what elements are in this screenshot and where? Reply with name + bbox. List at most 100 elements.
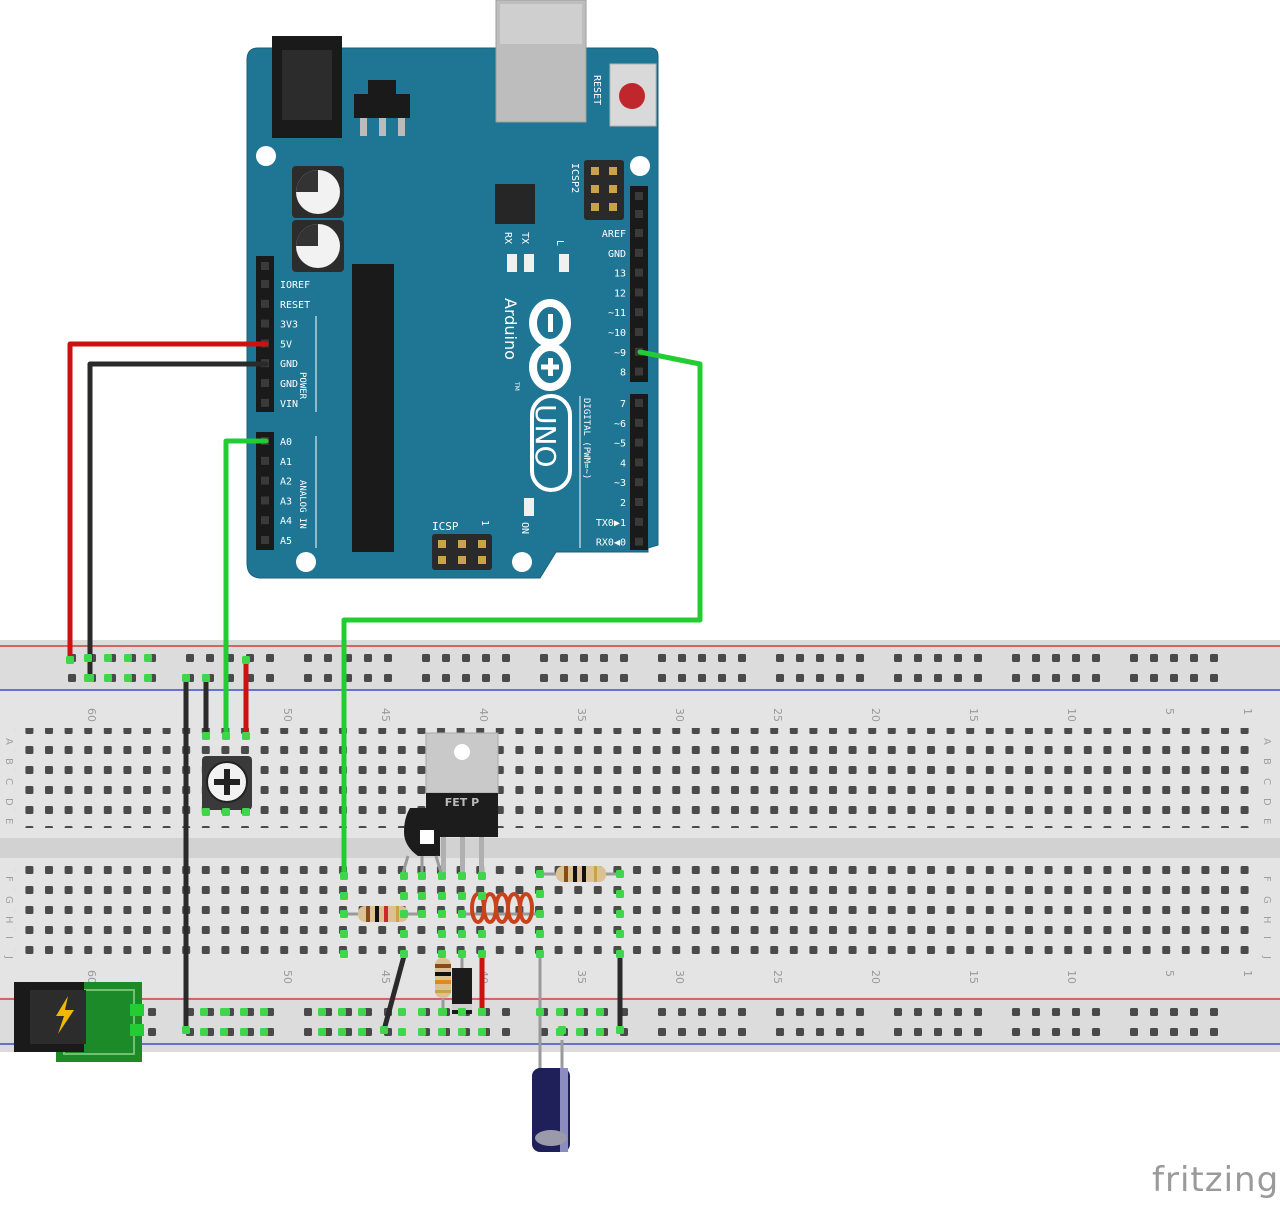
digital-pin-label: 12: [614, 288, 626, 299]
connected-hole: [124, 654, 132, 662]
rail-hole: [954, 654, 962, 662]
connected-hole: [222, 808, 230, 816]
header-pin: [635, 418, 643, 427]
rail-hole: [718, 654, 726, 662]
rail-hole: [384, 674, 392, 682]
rail-hole: [856, 674, 864, 682]
rail-hole: [856, 1028, 864, 1036]
analog-pin-label: A0: [280, 437, 292, 448]
row-letter: J: [3, 955, 14, 959]
header-pin: [261, 456, 269, 465]
header-pin: [261, 398, 269, 407]
rail-hole: [738, 1008, 746, 1016]
connected-hole: [202, 808, 210, 816]
connected-hole: [200, 1028, 208, 1036]
connected-hole: [398, 1008, 406, 1016]
connected-hole: [220, 1028, 228, 1036]
mounting-hole: [296, 552, 316, 572]
rail-hole: [1012, 654, 1020, 662]
connected-hole: [596, 1008, 604, 1016]
fritzing-watermark: fritzing: [1152, 1160, 1280, 1200]
row-letter: J: [1261, 955, 1272, 959]
row-letter: B: [1261, 758, 1272, 765]
rail-hole: [836, 654, 844, 662]
wire-pin9: [341, 349, 703, 879]
connected-hole: [202, 674, 210, 682]
rail-hole: [816, 1028, 824, 1036]
atmega-chip: [352, 264, 394, 552]
row-letter: G: [1261, 896, 1272, 904]
rail-hole: [482, 654, 490, 662]
column-number: 50: [281, 708, 294, 722]
column-number: 15: [967, 708, 980, 722]
connected-hole: [398, 1028, 406, 1036]
inductor: [462, 892, 540, 924]
analog-pin-label: A1: [280, 457, 292, 468]
rail-hole: [776, 1028, 784, 1036]
header-pin: [261, 516, 269, 525]
usb-connector-top: [500, 4, 582, 44]
connected-hole: [438, 950, 446, 958]
resistor-2: [540, 866, 620, 882]
connected-hole: [536, 1008, 544, 1016]
digital-pin-label: 13: [614, 269, 626, 280]
rail-hole: [1012, 674, 1020, 682]
rail-hole: [816, 674, 824, 682]
rail-hole: [1052, 1028, 1060, 1036]
power-header-label: POWER: [297, 372, 307, 400]
rail-hole: [600, 654, 608, 662]
connected-hole: [340, 892, 348, 900]
power-pin-label: RESET: [280, 300, 310, 311]
connected-hole: [536, 930, 544, 938]
connected-hole: [536, 870, 544, 878]
connected-hole: [104, 654, 112, 662]
rail-hole: [502, 1008, 510, 1016]
digital-pin-label: 2: [620, 498, 626, 509]
connected-hole: [458, 1028, 466, 1036]
column-number: 20: [869, 708, 882, 722]
connected-hole: [478, 1008, 486, 1016]
diode: [452, 950, 472, 1014]
rail-hole: [1170, 674, 1178, 682]
on-led: [524, 498, 534, 516]
rail-hole: [974, 1028, 982, 1036]
rail-hole: [1072, 1028, 1080, 1036]
icsp-header: [432, 534, 492, 570]
column-number: 5: [1163, 970, 1176, 977]
header-pin: [635, 308, 643, 317]
rail-hole: [816, 654, 824, 662]
header-pin: [261, 262, 269, 270]
rail-hole: [540, 674, 548, 682]
connected-hole: [240, 1028, 248, 1036]
icsp2-header: [584, 160, 624, 220]
connected-hole: [340, 930, 348, 938]
rail-hole: [1052, 654, 1060, 662]
analog-header-label: ANALOG IN: [297, 480, 307, 529]
header-pin: [635, 229, 643, 237]
rail-hole: [776, 654, 784, 662]
rail-hole: [580, 654, 588, 662]
connected-hole: [240, 1008, 248, 1016]
rail-hole: [304, 674, 312, 682]
rail-hole: [934, 1008, 942, 1016]
rail-hole: [422, 654, 430, 662]
rail-hole: [856, 654, 864, 662]
digital-pin-label: ~10: [608, 328, 626, 339]
rail-hole: [442, 654, 450, 662]
header-pin: [635, 268, 643, 277]
arduino-brand: Arduino: [501, 298, 520, 360]
rail-hole: [502, 654, 510, 662]
column-number: 10: [1065, 708, 1078, 722]
l-led-label: L: [554, 240, 565, 246]
tx-led: [524, 254, 534, 272]
column-number: 30: [673, 708, 686, 722]
rail-hole: [1072, 674, 1080, 682]
resistor-3: [435, 950, 451, 1010]
connected-hole: [84, 674, 92, 682]
connected-hole: [400, 892, 408, 900]
rail-hole: [698, 674, 706, 682]
header-pin: [635, 328, 643, 336]
rail-hole: [1092, 654, 1100, 662]
rail-hole: [1130, 674, 1138, 682]
